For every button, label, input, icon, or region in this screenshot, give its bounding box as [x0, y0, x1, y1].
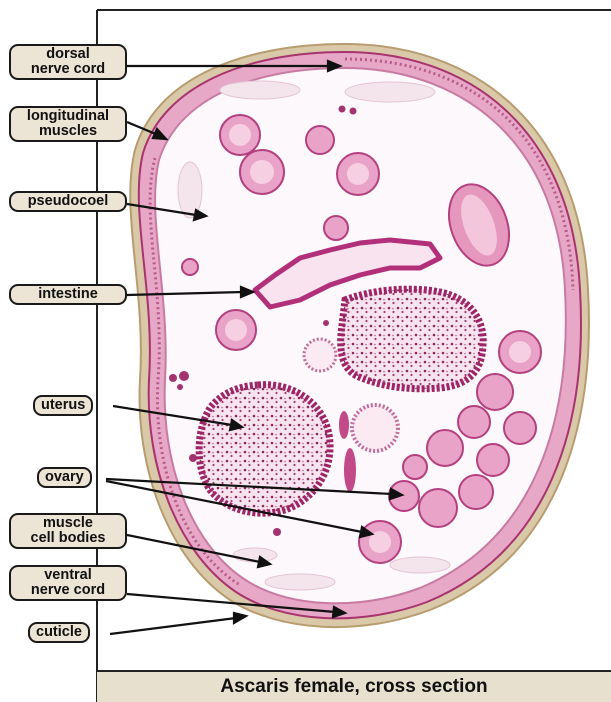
label-muscle-cell-bodies-line1: muscle [13, 516, 123, 531]
label-dorsal-nerve-cord: dorsal nerve cord [9, 44, 127, 80]
label-pseudocoel-text: pseudocoel [13, 194, 123, 209]
small-tube-section [304, 339, 336, 371]
label-longitudinal-muscles: longitudinal muscles [9, 106, 127, 142]
uterus-section-upper [341, 289, 483, 389]
label-pseudocoel: pseudocoel [9, 191, 127, 212]
label-ventral-nerve-cord: ventral nerve cord [9, 565, 127, 601]
label-longitudinal-muscles-line1: longitudinal [13, 109, 123, 124]
vagina-section-2 [344, 448, 356, 492]
label-intestine-text: intestine [13, 287, 123, 302]
label-intestine: intestine [9, 284, 127, 305]
label-dorsal-nerve-cord-line1: dorsal [13, 47, 123, 62]
label-uterus-text: uterus [41, 398, 85, 413]
label-muscle-cell-bodies-line2: cell bodies [13, 531, 123, 546]
label-cuticle-text: cuticle [36, 625, 82, 640]
label-ovary: ovary [37, 467, 92, 488]
vagina-section [339, 411, 349, 439]
label-ovary-text: ovary [45, 470, 84, 485]
small-tube-section-2 [352, 405, 398, 451]
label-uterus: uterus [33, 395, 93, 416]
label-ventral-nerve-cord-line1: ventral [13, 568, 123, 583]
label-muscle-cell-bodies: muscle cell bodies [9, 513, 127, 549]
label-cuticle: cuticle [28, 622, 90, 643]
label-dorsal-nerve-cord-line2: nerve cord [13, 62, 123, 77]
figure-caption: Ascaris female, cross section [97, 670, 611, 702]
label-ventral-nerve-cord-line2: nerve cord [13, 583, 123, 598]
uterus-section-lower [199, 385, 330, 514]
label-longitudinal-muscles-line2: muscles [13, 124, 123, 139]
